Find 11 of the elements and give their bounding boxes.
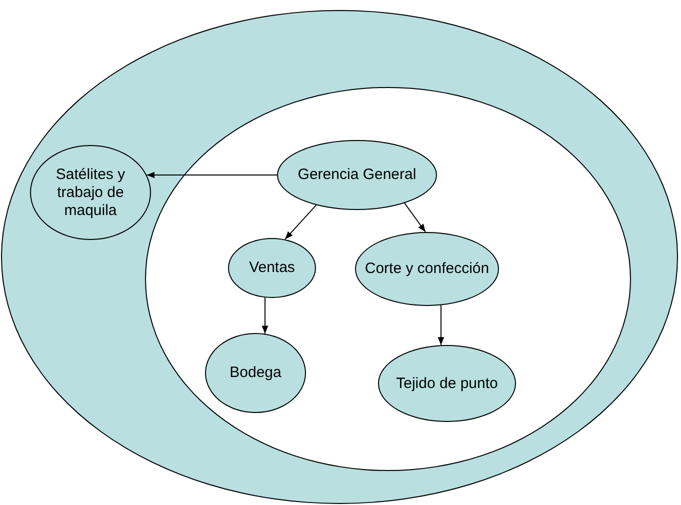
arrow — [262, 297, 268, 334]
node-label: Corte y confección — [364, 260, 490, 278]
arrow — [284, 204, 317, 240]
arrow — [404, 202, 426, 232]
node-label: Gerencia General — [298, 166, 416, 184]
arrow — [146, 172, 278, 178]
node-label: Ventas — [249, 259, 295, 277]
node-label: Satélites y trabajo de maquila — [54, 166, 126, 220]
node-label: Tejido de punto — [396, 374, 498, 392]
node-label: Bodega — [230, 364, 282, 382]
arrow — [438, 304, 444, 346]
